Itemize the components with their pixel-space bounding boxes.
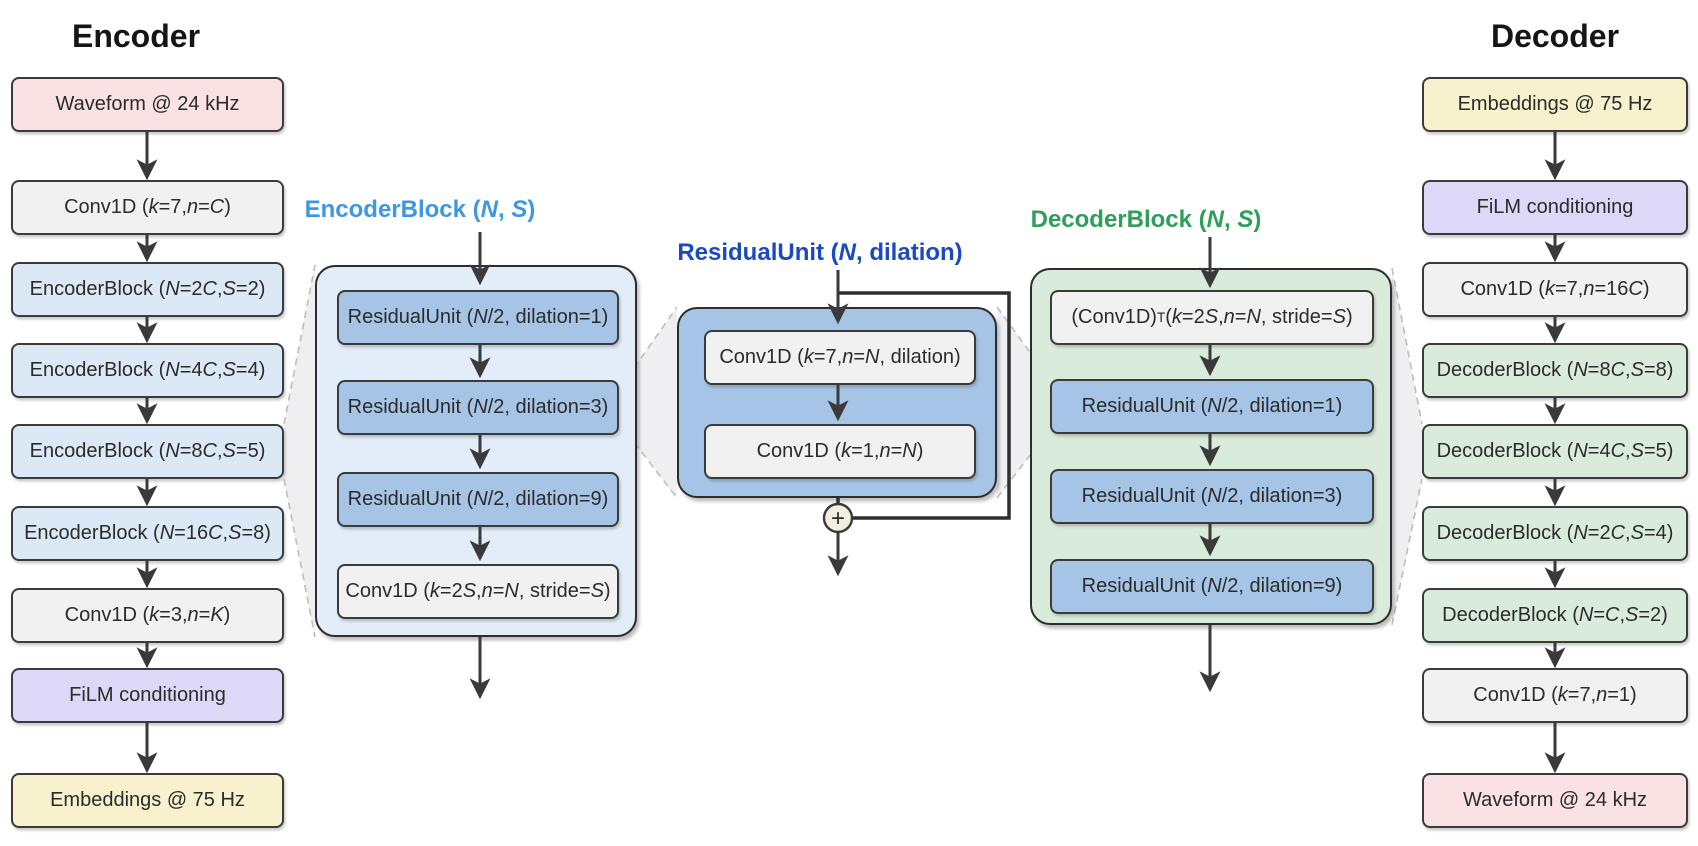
encoder-title: Encoder [71, 18, 201, 54]
decoder-zoom-fan-fill [1392, 268, 1422, 625]
decoder-film-box: FiLM conditioning [1422, 180, 1688, 235]
decoder-block-detail-title: DecoderBlock (N, S) [1030, 206, 1262, 233]
decoder-block-c-box: DecoderBlock (N=C, S=2) [1422, 588, 1688, 643]
decoder-waveform-out-box: Waveform @ 24 kHz [1422, 773, 1688, 828]
encoder-embeddings-out-box: Embeddings @ 75 Hz [11, 773, 284, 828]
encoder-block-residual-unit-9-box: ResidualUnit (N/2, dilation=9) [337, 472, 619, 527]
decoder-zoom-fan-dash [1391, 267, 1423, 425]
decoder-block-residual-unit-3-box: ResidualUnit (N/2, dilation=3) [1050, 469, 1374, 524]
residual-unit-detail-title: ResidualUnit (N, dilation) [677, 239, 963, 266]
encoder-block-residual-unit-3-box: ResidualUnit (N/2, dilation=3) [337, 380, 619, 435]
encoder-block-detail-title: EncoderBlock (N, S) [304, 196, 536, 223]
decoder-block-residual-unit-1-box: ResidualUnit (N/2, dilation=1) [1050, 379, 1374, 434]
residual-unit-dilated-conv-box: Conv1D (k=7, n=N, dilation) [704, 330, 976, 385]
decoder-block-residual-unit-9-box: ResidualUnit (N/2, dilation=9) [1050, 559, 1374, 614]
encoder-zoom-fan-fill [284, 265, 315, 637]
residual-unit-1x1-conv-box: Conv1D (k=1, n=N) [704, 424, 976, 479]
encoder-conv1d-k7-box: Conv1D (k=7, n=C) [11, 180, 284, 235]
decoder-title: Decoder [1490, 18, 1620, 54]
decoder-embeddings-in-box: Embeddings @ 75 Hz [1422, 77, 1688, 132]
encoder-block-container: ResidualUnit (N/2, dilation=1) ResidualU… [315, 265, 637, 637]
decoder-conv1d-n1-box: Conv1D (k=7, n=1) [1422, 668, 1688, 723]
sum-node-symbol: + [831, 505, 845, 532]
residual-unit-container: Conv1D (k=7, n=N, dilation) Conv1D (k=1,… [677, 307, 997, 498]
encoder-film-box: FiLM conditioning [11, 668, 284, 723]
encoder-block-residual-unit-1-box: ResidualUnit (N/2, dilation=1) [337, 290, 619, 345]
encoder-zoom-fan-dash [283, 264, 316, 425]
encoder-conv1d-k3-box: Conv1D (k=3, n=K) [11, 588, 284, 643]
encoder-waveform-input-box: Waveform @ 24 kHz [11, 77, 284, 132]
decoder-zoom-fan-dash [1391, 478, 1423, 626]
encoder-zoom-fan-dash [283, 478, 316, 638]
sum-node [822, 502, 854, 534]
